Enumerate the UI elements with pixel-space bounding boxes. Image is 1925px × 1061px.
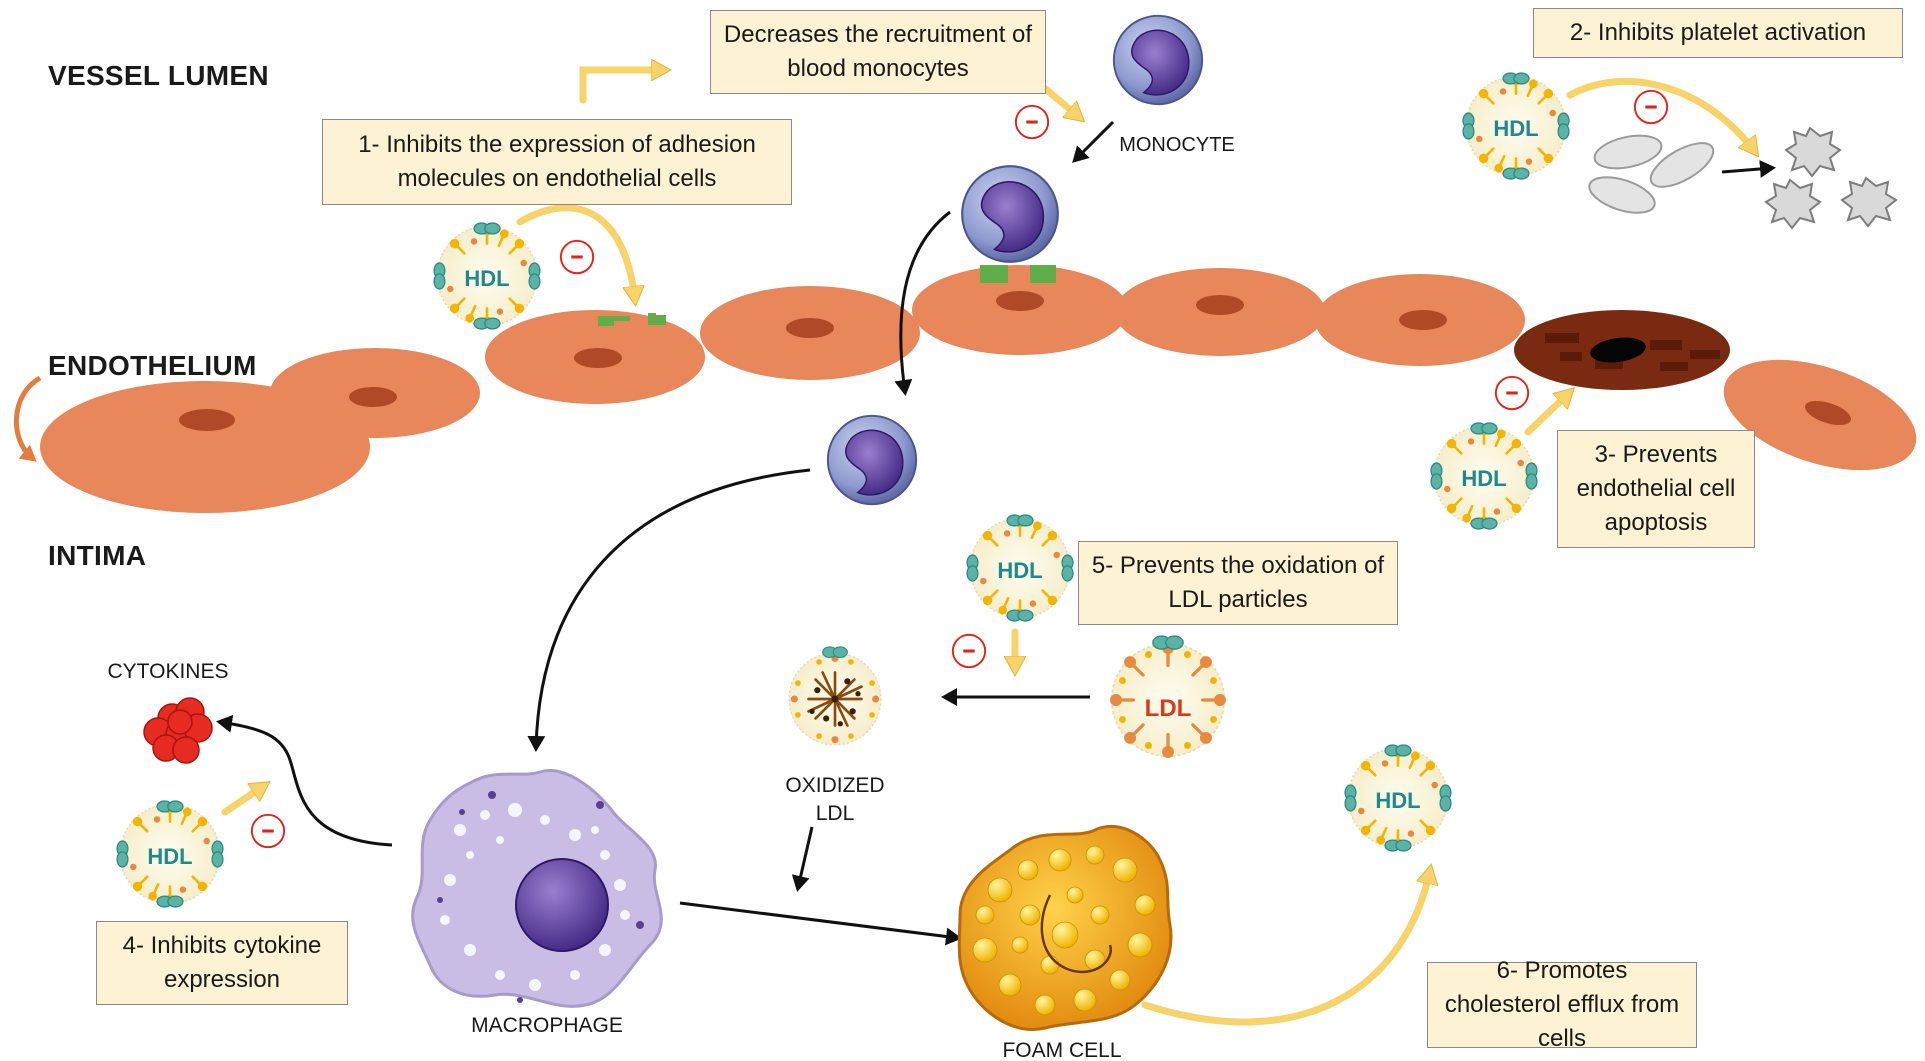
effect-5-text: 5- Prevents the oxidation of LDL particl… [1091, 552, 1385, 613]
arrow-oxldl-to-foam [791, 826, 814, 892]
condensed-nucleus [1590, 337, 1646, 363]
oxidized-ldl-label: OXIDIZED LDL [785, 774, 885, 825]
effect-5-box: 5- Prevents the oxidation of LDL particl… [1078, 541, 1398, 625]
hdl-arrow-top-elbow [579, 70, 665, 104]
svg-text:LDL: LDL [1145, 695, 1192, 722]
arrow-macrophage-to-foam [679, 901, 962, 946]
hdl-particle: HDL [433, 222, 541, 330]
foam-cell [957, 824, 1173, 1031]
nucleus [1399, 310, 1447, 330]
oxidized-ldl-particle [787, 646, 883, 747]
hdl-particle: HDL [116, 800, 224, 908]
effect-1-sub-text: Decreases the recruitment of blood monoc… [723, 21, 1033, 82]
arrow-monocyte-to-endothelium [1072, 120, 1115, 163]
svg-text:HDL: HDL [464, 266, 509, 291]
svg-text:HDL: HDL [1493, 116, 1538, 141]
effect-3-text: 3- Prevents endothelial cell apoptosis [1576, 441, 1736, 536]
svg-text:HDL: HDL [147, 844, 192, 869]
inhibition-symbol [250, 813, 286, 849]
hdl-arrow-cytokine [221, 785, 265, 816]
effect-1-sub-box: Decreases the recruitment of blood monoc… [710, 10, 1046, 94]
arrow-transmigration [894, 210, 951, 396]
svg-text:HDL: HDL [1375, 788, 1420, 813]
effect-4-box: 4- Inhibits cytokine expression [96, 921, 348, 1005]
hdl-arrow-platelets [1566, 77, 1755, 152]
cytokines-label: CYTOKINES [108, 660, 229, 683]
hdl-particle: HDL [966, 514, 1074, 622]
nucleus [574, 348, 622, 368]
effect-2-box: 2- Inhibits platelet activation [1533, 8, 1903, 58]
nucleus [996, 291, 1044, 311]
vessel-lumen-label: VESSEL LUMEN [48, 60, 269, 91]
ldl-particle: LDL [1110, 635, 1226, 758]
endothelium-layer [13, 265, 1917, 513]
inhibition-symbol [1494, 375, 1530, 411]
nucleus [179, 409, 235, 431]
nucleus [786, 318, 834, 338]
effect-6-box: 6- Promotes cholesterol efflux from cell… [1427, 957, 1697, 1052]
black-arrows [216, 120, 1776, 946]
inhibition-symbol [1014, 104, 1050, 140]
nucleus [349, 387, 397, 407]
intima-label: INTIMA [48, 540, 147, 571]
hdl-arrow-adhesion [516, 204, 635, 300]
macrophage-label: MACROPHAGE [471, 1014, 623, 1037]
monocyte-lumen [1112, 14, 1204, 106]
svg-text:HDL: HDL [997, 558, 1042, 583]
inactive-platelets [1588, 134, 1715, 214]
effect-3-box: 3- Prevents endothelial cell apoptosis [1557, 430, 1755, 548]
hdl-particle: HDL [1462, 72, 1570, 180]
activated-platelets [1764, 126, 1898, 230]
effect-6-text: 6- Promotes cholesterol efflux from cell… [1444, 957, 1680, 1052]
macrophage-nucleus [515, 858, 609, 952]
arrow-macrophage-to-cytokines [216, 714, 393, 847]
monocyte-adhered [961, 165, 1059, 263]
inhibition-symbol [559, 239, 595, 275]
arrow-monocyte-to-macrophage [527, 468, 811, 752]
nucleus [1196, 295, 1244, 315]
foam-cell-label: FOAM CELL [1002, 1039, 1121, 1061]
svg-text:HDL: HDL [1461, 466, 1506, 491]
hdl-arrows [221, 70, 1755, 1026]
endothelium-curved-arrow [13, 375, 42, 462]
monocyte-intima [826, 414, 918, 506]
inhibition-symbol [951, 633, 987, 669]
endothelium-label: ENDOTHELIUM [48, 350, 257, 381]
nucleus [1804, 400, 1852, 426]
hdl-arrow-efflux [1141, 870, 1430, 1026]
apoptotic-fragments [1545, 333, 1720, 371]
adhesion-molecules [598, 265, 1056, 326]
hdl-arrow-apoptosis [1524, 392, 1570, 436]
cytokines-cluster [143, 697, 213, 764]
effect-4-text: 4- Inhibits cytokine expression [122, 932, 322, 993]
effect-2-text: 2- Inhibits platelet activation [1569, 19, 1867, 46]
effect-1-text: 1- Inhibits the expression of adhesion m… [358, 131, 756, 192]
arrow-platelet-activation [1721, 159, 1776, 178]
hdl-particle: HDL [1430, 422, 1538, 530]
inhibition-symbol [1633, 89, 1669, 125]
monocyte-label: MONOCYTE [1119, 134, 1235, 156]
effect-1-box: 1- Inhibits the expression of adhesion m… [322, 119, 792, 205]
hdl-particle: HDL [1344, 744, 1452, 852]
macrophage [411, 769, 663, 1008]
